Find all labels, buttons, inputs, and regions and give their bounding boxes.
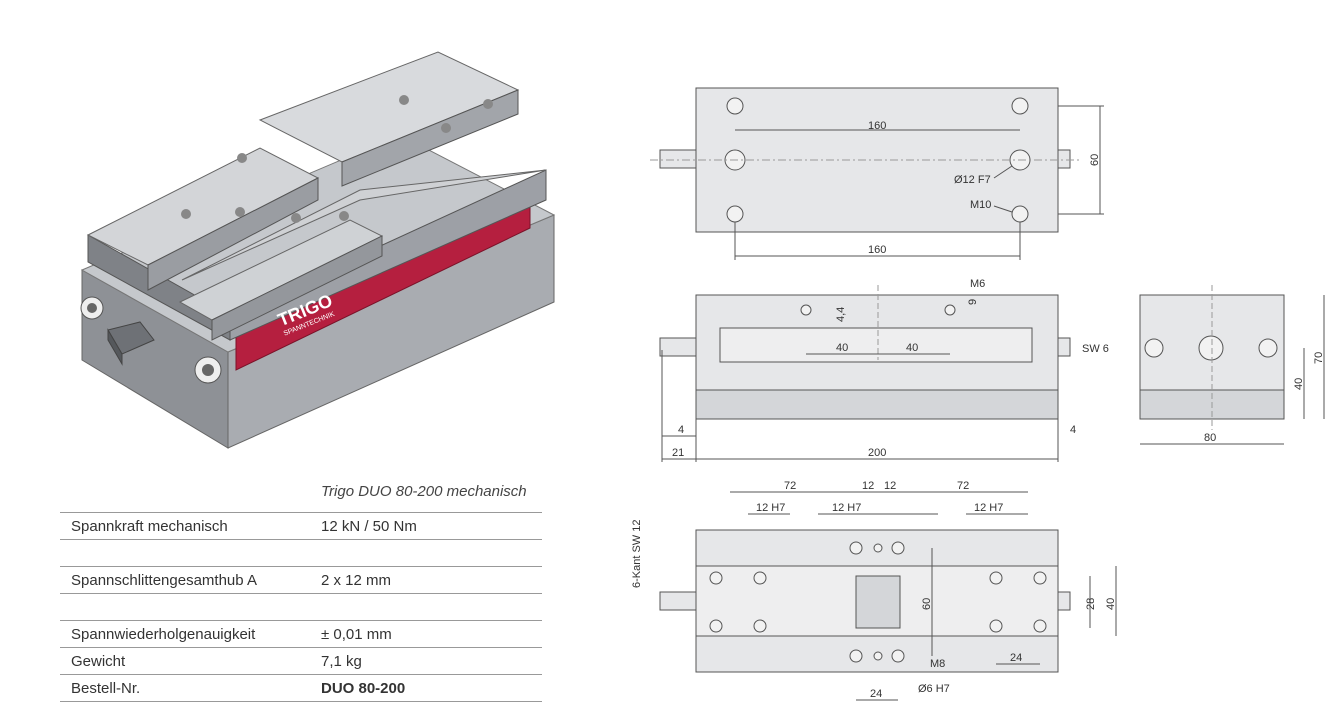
dim-12-left: 12 (862, 480, 874, 492)
dim-28: 28 (1085, 598, 1097, 610)
spec-row-order-number: Bestell-Nr. DUO 80-200 (60, 675, 542, 702)
vise-product-illustration (80, 51, 556, 449)
spec-row-spacer (60, 594, 542, 621)
spec-row-repeatability: Spannwiederholgenauigkeit ± 0,01 mm (60, 621, 542, 648)
dim-12h7-a: 12 H7 (756, 502, 785, 514)
spec-value: ± 0,01 mm (321, 626, 392, 643)
spec-label: Spannkraft mechanisch (71, 518, 228, 535)
dim-40-right: 40 (906, 342, 918, 354)
spec-value: 7,1 kg (321, 653, 362, 670)
dim-72-right: 72 (957, 480, 969, 492)
dim-12h7-c: 12 H7 (974, 502, 1003, 514)
spec-table-header: Trigo DUO 80-200 mechanisch (60, 476, 542, 513)
technical-drawings: 160 160 60 Ø12 F7 M10 M6 9 4,4 40 40 SW … (631, 87, 1325, 701)
dim-12h7-b: 12 H7 (832, 502, 861, 514)
dim-4-left: 4 (678, 424, 684, 436)
spec-row-spacer (60, 540, 542, 567)
dim-60-bottom: 60 (921, 598, 933, 610)
dim-70: 70 (1313, 352, 1325, 364)
dim-thread-m10: M10 (970, 199, 991, 211)
dim-80: 80 (1204, 432, 1216, 444)
dim-21: 21 (672, 447, 684, 459)
spec-row-weight: Gewicht 7,1 kg (60, 648, 542, 675)
dim-4-4: 4,4 (835, 307, 847, 322)
side-view (1139, 285, 1325, 445)
dim-hole-f7: Ø12 F7 (954, 174, 991, 186)
spec-row-clamp-force: Spannkraft mechanisch 12 kN / 50 Nm (60, 513, 542, 540)
dim-pin-h7: Ø6 H7 (918, 683, 950, 695)
spec-row-stroke: Spannschlittengesamthub A 2 x 12 mm (60, 567, 542, 594)
spec-value: DUO 80-200 (321, 680, 406, 697)
dim-m6: M6 (970, 278, 985, 290)
front-view (659, 285, 1071, 462)
dim-4-right: 4 (1070, 424, 1076, 436)
dim-24-bottom: 24 (870, 688, 882, 700)
dim-40-bottom: 40 (1105, 598, 1117, 610)
dim-160-top: 160 (868, 120, 886, 132)
dim-60: 60 (1089, 154, 1101, 166)
dim-hex-sw12: 6-Kant SW 12 (631, 520, 643, 588)
dim-40-side: 40 (1293, 378, 1305, 390)
spec-value: 12 kN / 50 Nm (321, 518, 417, 535)
dim-72-left: 72 (784, 480, 796, 492)
spec-label: Spannschlittengesamthub A (71, 572, 257, 589)
spec-table: Trigo DUO 80-200 mechanisch Spannkraft m… (60, 476, 542, 702)
spec-value: 2 x 12 mm (321, 572, 392, 589)
dim-24-right: 24 (1010, 652, 1022, 664)
dim-160-bottom: 160 (868, 244, 886, 256)
top-view (650, 87, 1104, 260)
dim-sw6: SW 6 (1082, 343, 1109, 355)
dim-200: 200 (868, 447, 886, 459)
spec-label: Spannwiederholgenauigkeit (71, 626, 256, 643)
spec-label: Gewicht (71, 653, 126, 670)
spec-label: Bestell-Nr. (71, 680, 141, 697)
dim-m8: M8 (930, 658, 945, 670)
dim-9: 9 (967, 299, 979, 305)
product-model: Trigo DUO 80-200 mechanisch (321, 483, 527, 500)
dim-12-right: 12 (884, 480, 896, 492)
bottom-view (659, 491, 1117, 701)
dim-40-left: 40 (836, 342, 848, 354)
